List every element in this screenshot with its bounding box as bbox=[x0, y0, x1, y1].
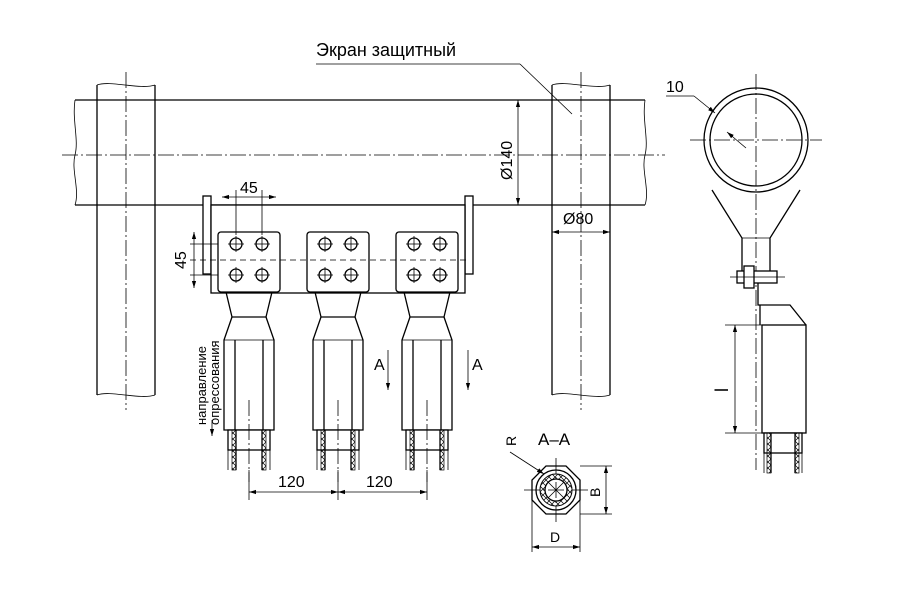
dim-spacing-1: 120 bbox=[278, 474, 305, 491]
front-view bbox=[62, 72, 665, 483]
screen-label: Экран защитный bbox=[316, 40, 456, 60]
direction-label-line2: опрессования bbox=[207, 340, 222, 425]
dim-spacing-2: 120 bbox=[366, 474, 393, 491]
dim-pipe-diameter: Ø140 bbox=[499, 141, 516, 180]
dim-bolt-pitch-v: 45 bbox=[173, 251, 190, 269]
section-mark-right: А bbox=[472, 357, 483, 374]
dim-section-d: D bbox=[550, 529, 560, 545]
section-mark-left: А bbox=[374, 357, 385, 374]
dim-section-b: B bbox=[587, 488, 603, 497]
dim-bolt-pitch-h: 45 bbox=[240, 180, 258, 197]
dim-section-r: R bbox=[503, 436, 519, 446]
dim-length: l bbox=[712, 388, 732, 392]
section-view: А–А R B D bbox=[503, 430, 612, 552]
side-view: l 10 bbox=[666, 74, 822, 474]
front-dimensions: 45 45 Ø140 Ø80 120 120 А А направление о… bbox=[173, 40, 610, 500]
section-title: А–А bbox=[538, 430, 571, 449]
dim-screen-thickness: 10 bbox=[666, 79, 684, 96]
dim-post-diameter: Ø80 bbox=[563, 211, 593, 228]
direction-label-line1: направление bbox=[194, 346, 209, 425]
